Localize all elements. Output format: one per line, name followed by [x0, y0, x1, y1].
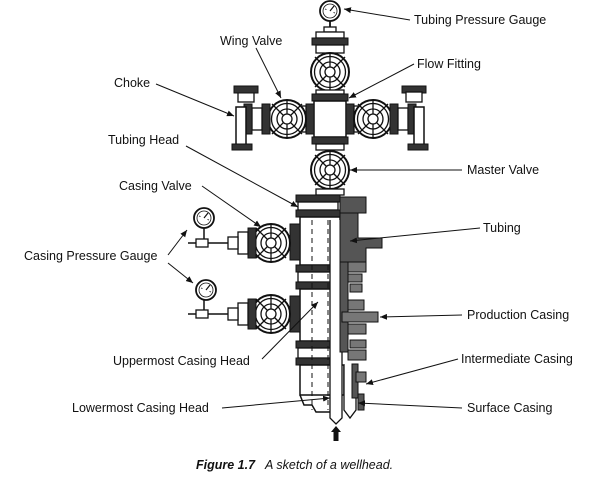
label-flow-fitting: Flow Fitting — [417, 57, 481, 71]
upper-casing-valve — [188, 207, 301, 263]
flow-up-arrow — [331, 426, 341, 441]
flow-fitting-tee — [305, 93, 355, 145]
figure-caption: Figure 1.7 A sketch of a wellhead. — [196, 458, 393, 472]
lower-casing-valve — [188, 279, 301, 334]
label-master-valve: Master Valve — [467, 163, 540, 177]
label-wing-valve: Wing Valve — [220, 34, 283, 48]
label-tubing-head: Tubing Head — [108, 133, 180, 147]
label-casing-pressure-gauge: Casing Pressure Gauge — [24, 249, 158, 263]
label-tubing: Tubing — [483, 221, 521, 235]
swab-valve — [310, 37, 350, 95]
leader-lines — [155, 7, 481, 409]
wellhead-body — [295, 194, 357, 425]
label-lowermost-casing-head: Lowermost Casing Head — [72, 401, 209, 415]
right-wing-assembly — [353, 85, 429, 151]
left-wing-assembly — [231, 85, 307, 151]
caption-text: A sketch of a wellhead. — [265, 458, 394, 472]
label-surface-casing: Surface Casing — [467, 401, 553, 415]
figure-number: Figure 1.7 — [196, 458, 256, 472]
label-intermediate-casing: Intermediate Casing — [461, 352, 573, 366]
label-choke: Choke — [114, 76, 151, 90]
label-casing-valve: Casing Valve — [119, 179, 192, 193]
label-uppermost-casing-head: Uppermost Casing Head — [113, 354, 250, 368]
master-valve — [310, 143, 350, 196]
label-production-casing: Production Casing — [467, 308, 570, 322]
label-tubing-pressure-gauge: Tubing Pressure Gauge — [414, 13, 547, 27]
tubing-pressure-gauge — [315, 0, 345, 39]
